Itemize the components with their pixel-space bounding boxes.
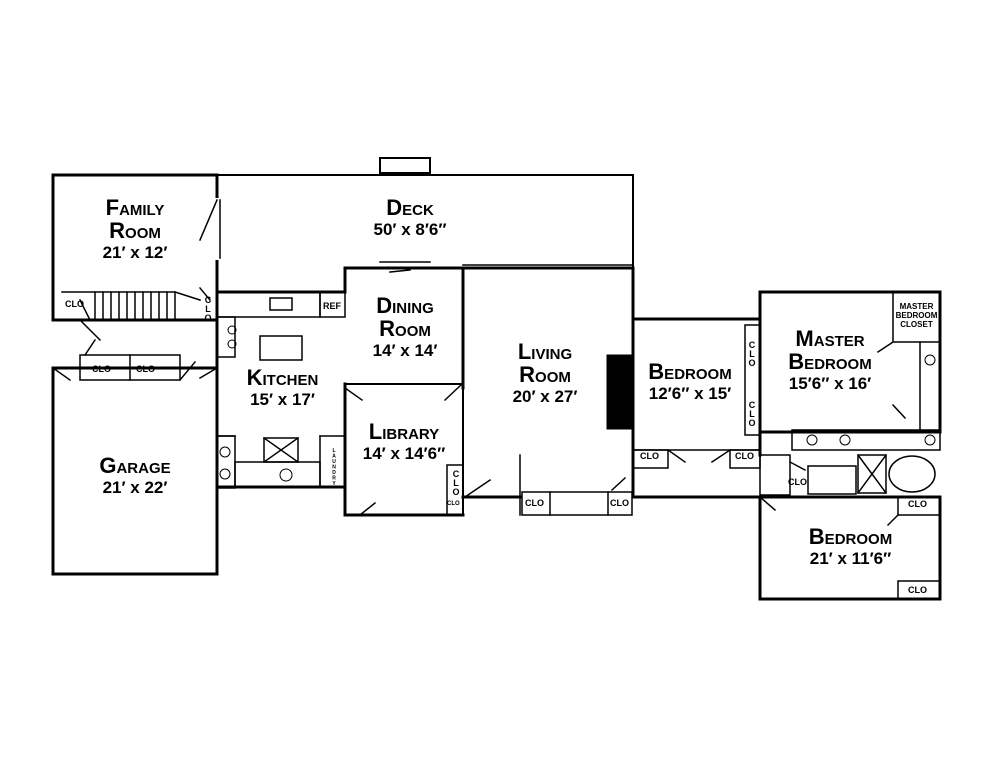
- master-bedroom-walls: [758, 290, 942, 434]
- master-bedroom-label: Master Bedroom 15′6″ x 16′: [770, 327, 890, 393]
- kitchen-counters: [216, 291, 364, 489]
- dining-room-dims: 14′ x 14′: [372, 341, 438, 361]
- garage-name: Garage: [99, 453, 171, 478]
- kitchen-name: Kitchen: [246, 365, 319, 390]
- garage-label: Garage 21′ x 22′: [75, 454, 195, 497]
- clo-living-2: CLO: [610, 498, 629, 508]
- deck-label: Deck 50′ x 8′6″: [340, 196, 480, 239]
- deck-name: Deck: [386, 195, 434, 220]
- clo-master-bath: CLO: [788, 477, 807, 487]
- bedroom-1-dims: 12′6″ x 15′: [648, 384, 732, 404]
- family-room-dims: 21′ x 12′: [102, 243, 168, 263]
- bedroom-2-label: Bedroom 21′ x 11′6″: [788, 525, 913, 568]
- clo-bedroom-2b: CLO: [908, 585, 927, 595]
- clo-bedroom-1d: CLO: [747, 400, 757, 427]
- clo-bedroom-1a: CLO: [640, 451, 659, 461]
- living-room-name: Living Room: [517, 339, 573, 388]
- clo-living-1: CLO: [525, 498, 544, 508]
- master-bath: [759, 429, 941, 496]
- living-closets: [463, 476, 633, 516]
- clo-bedroom-1b: CLO: [735, 451, 754, 461]
- clo-library: CLO: [451, 469, 461, 496]
- clo-bedroom-1c: CLO: [747, 340, 757, 367]
- bedroom-2-dims: 21′ x 11′6″: [809, 549, 892, 569]
- living-room-label: Living Room 20′ x 27′: [490, 340, 600, 406]
- chimney: [379, 157, 431, 174]
- family-room-label: Family Room 21′ x 12′: [75, 196, 195, 262]
- laundry-label: LAUNDRY: [331, 448, 337, 487]
- master-bedroom-name: Master Bedroom: [788, 326, 872, 375]
- dining-room-name: Dining Room: [376, 293, 434, 342]
- fireplace: [606, 354, 635, 430]
- stairs: [61, 291, 201, 322]
- clo-library-small: CLO: [447, 501, 460, 507]
- garage-dims: 21′ x 22′: [102, 478, 168, 498]
- bedroom-2-name: Bedroom: [808, 524, 893, 549]
- bedroom2-walls: [758, 495, 942, 601]
- clo-bedroom-2a: CLO: [908, 499, 927, 509]
- library-label: Library 14′ x 14′6″: [350, 420, 458, 463]
- garage-closets: [78, 318, 181, 381]
- deck-dims: 50′ x 8′6″: [373, 220, 447, 240]
- deck-outline: [215, 174, 634, 267]
- living-room-dims: 20′ x 27′: [512, 387, 578, 407]
- family-room-name: Family Room: [105, 195, 165, 244]
- master-bedroom-dims: 15′6″ x 16′: [788, 374, 872, 394]
- master-bedroom-closet-label: MASTER BEDROOM CLOSET: [895, 302, 938, 330]
- kitchen-dims: 15′ x 17′: [250, 390, 315, 410]
- library-dims: 14′ x 14′6″: [362, 444, 446, 464]
- clo-garage-2: CLO: [136, 364, 155, 374]
- dining-room-label: Dining Room 14′ x 14′: [350, 294, 460, 360]
- clo-family-room: CLO: [65, 299, 84, 309]
- bedroom2-closets: [758, 495, 941, 600]
- clo-garage-1: CLO: [92, 364, 111, 374]
- bedroom-1-label: Bedroom 12′6″ x 15′: [635, 360, 745, 403]
- library-name: Library: [368, 419, 440, 444]
- ref-label: REF: [323, 301, 341, 311]
- kitchen-label: Kitchen 15′ x 17′: [230, 366, 335, 409]
- clo-kitchen: CLO: [203, 295, 213, 322]
- garage-walls: [51, 366, 219, 576]
- bedroom-1-name: Bedroom: [648, 359, 732, 384]
